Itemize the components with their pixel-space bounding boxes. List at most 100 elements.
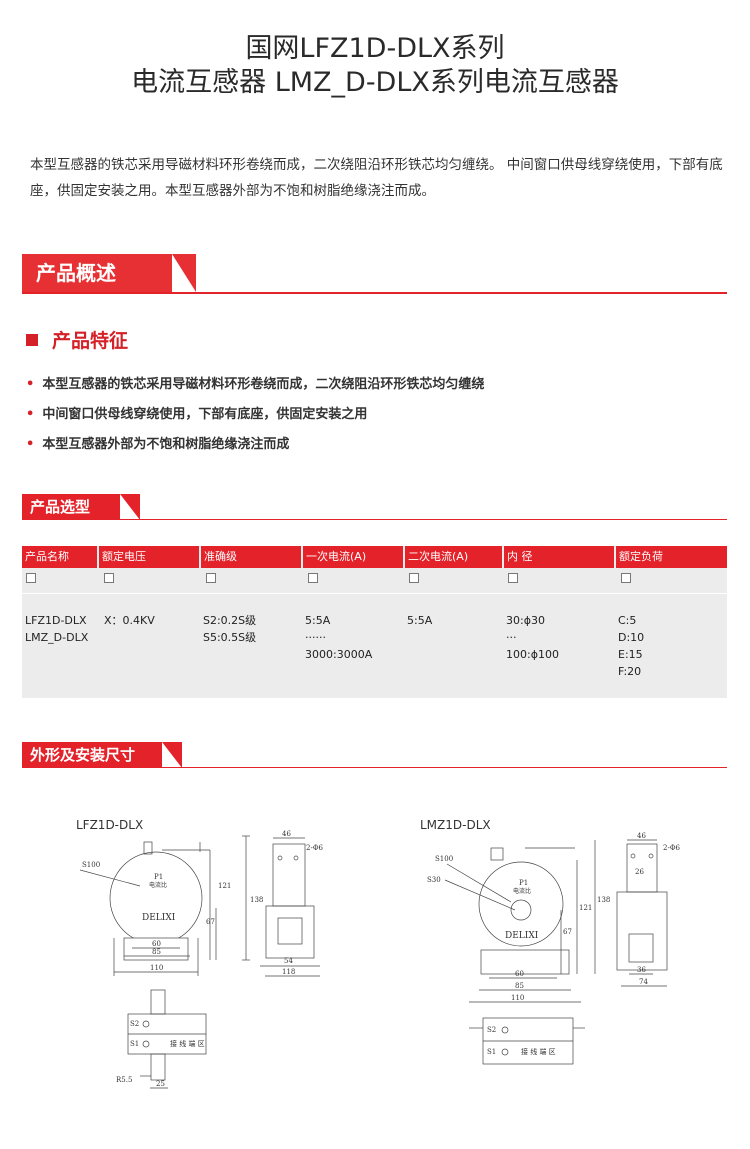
- dim-label: 67: [206, 918, 215, 926]
- dim-label: 121: [218, 882, 231, 890]
- col-header-voltage: 额定电压: [99, 546, 199, 568]
- feature-text: 本型互感器外部为不饱和树脂绝缘浇注而成: [42, 437, 290, 452]
- plate-label: 接 线 端 区: [170, 1039, 205, 1048]
- lfz1d-dimension-drawing: S100 P1 电流比 DELIXI 60 85 110 121 138 67 …: [80, 830, 324, 1089]
- mount-tab: [150, 989, 166, 1015]
- left-drawing-label: LFZ1D-DLX: [76, 818, 144, 832]
- plate-label: 接 线 端 区: [521, 1047, 556, 1056]
- dim-label: S2: [487, 1026, 496, 1034]
- select-checkbox[interactable]: [206, 573, 216, 583]
- col-header-primary-current: 一次电流(A): [303, 546, 403, 568]
- dim-label: 电流比: [149, 881, 167, 889]
- dimensions-section-header: 外形及安装尺寸: [22, 742, 727, 770]
- dim-label: 25: [156, 1080, 165, 1088]
- feature-item: • 中间窗口供母线穿绕使用，下部有底座，供固定安装之用: [26, 400, 484, 430]
- bullet-icon: •: [26, 377, 35, 392]
- col-header-inner-diameter: 内 径: [504, 546, 614, 568]
- selection-heading: 产品选型: [22, 494, 140, 520]
- dim-label: 85: [152, 948, 161, 956]
- dim-label: 110: [511, 994, 524, 1002]
- cell-rated-load: C:5 D:10 E:15 F:20: [618, 614, 645, 678]
- col-header-rated-load: 额定负荷: [616, 546, 727, 568]
- terminal-block: [143, 841, 153, 855]
- dim-label: P1: [154, 873, 163, 881]
- cell-accuracy: S2:0.2S级 S5:0.5S级: [203, 614, 257, 644]
- square-bullet-icon: [26, 334, 38, 346]
- col-header-name: 产品名称: [22, 546, 97, 568]
- section-divider: [22, 767, 727, 768]
- dim-label: R5.5: [116, 1076, 132, 1084]
- intro-paragraph: 本型互感器的铁芯采用导磁材料环形卷绕而成，二次绕阻沿环形铁芯均匀缠绕。 中间窗口…: [30, 157, 723, 199]
- dim-label: S100: [82, 861, 100, 869]
- dim-label: 74: [639, 978, 648, 986]
- leader-line: [80, 869, 141, 887]
- overview-section-header: 产品概述: [22, 254, 727, 296]
- dim-label: 85: [515, 982, 524, 990]
- dim-label: 110: [150, 964, 163, 972]
- cell-voltage: X：0.4KV: [104, 614, 155, 627]
- window-circle: [510, 899, 532, 921]
- section-divider: [22, 519, 727, 520]
- overview-heading: 产品概述: [22, 254, 196, 292]
- terminal-block: [490, 847, 504, 861]
- dim-label: S30: [427, 876, 441, 884]
- bullet-icon: •: [26, 407, 35, 422]
- base-block: [123, 937, 189, 961]
- bullet-icon: •: [26, 437, 35, 452]
- feature-item: • 本型互感器的铁芯采用导磁材料环形卷绕而成，二次绕阻沿环形铁芯均匀缠绕: [26, 370, 484, 400]
- col-header-secondary-current: 二次电流(A): [405, 546, 502, 568]
- body-circle: [109, 851, 203, 945]
- features-heading: 产品特征: [26, 326, 128, 353]
- select-checkbox[interactable]: [508, 573, 518, 583]
- cell-primary-current: 5:5A ······ 3000:3000A: [305, 614, 373, 661]
- brand-label: DELIXI: [505, 931, 539, 941]
- dim-label: 118: [282, 968, 295, 976]
- selection-section-header: 产品选型: [22, 494, 727, 522]
- right-drawing-label: LMZ1D-DLX: [420, 818, 491, 832]
- side-top: [272, 843, 306, 907]
- dim-label: 60: [515, 970, 524, 978]
- body-circle: [478, 861, 564, 947]
- side-base: [616, 891, 668, 971]
- cell-inner-diameter: 30:ϕ30 ··· 100:ϕ100: [506, 614, 559, 661]
- cell-product-name: LFZ1D-DLX LMZ_D-DLX: [25, 614, 89, 644]
- feature-text: 中间窗口供母线穿绕使用，下部有底座，供固定安装之用: [42, 407, 368, 422]
- hole: [277, 855, 283, 861]
- select-checkbox[interactable]: [104, 573, 114, 583]
- lmz1d-dimension-drawing: S100 S30 P1 电流比 DELIXI 60 85 110 121 138…: [427, 832, 681, 1065]
- dim-label: 138: [250, 896, 263, 904]
- dimensions-heading: 外形及安装尺寸: [22, 742, 182, 768]
- dim-label: S2: [130, 1020, 139, 1028]
- dim-label: 2-Φ6: [306, 844, 324, 852]
- dim-label: S100: [435, 855, 453, 863]
- dim-label: 60: [152, 940, 161, 948]
- dim-label: S1: [130, 1040, 139, 1048]
- select-checkbox[interactable]: [308, 573, 318, 583]
- selection-table: 产品名称 额定电压 准确级 一次电流(A) 二次电流(A) 内 径 额定负荷 L…: [22, 546, 727, 698]
- cell-secondary-current: 5:5A: [407, 614, 433, 627]
- page-title-line2: 电流互感器 LMZ_D-DLX系列电流互感器: [131, 67, 619, 98]
- dim-label: 2-Φ6: [663, 844, 681, 852]
- dim-label: 46: [282, 830, 291, 838]
- section-divider: [22, 292, 727, 294]
- dim-label: 54: [284, 957, 293, 965]
- brand-label: DELIXI: [142, 913, 176, 923]
- dim-label: 67: [563, 928, 572, 936]
- select-checkbox[interactable]: [621, 573, 631, 583]
- dim-label: 121: [579, 904, 592, 912]
- dim-label: 36: [637, 966, 646, 974]
- base-block: [480, 949, 570, 975]
- select-checkbox[interactable]: [26, 573, 36, 583]
- select-checkbox[interactable]: [409, 573, 419, 583]
- dim-label: 46: [637, 832, 646, 840]
- dim-label: S1: [487, 1048, 496, 1056]
- side-base: [265, 905, 315, 959]
- feature-item: • 本型互感器外部为不饱和树脂绝缘浇注而成: [26, 430, 484, 460]
- col-header-accuracy: 准确级: [201, 546, 301, 568]
- page-title-line1: 国网LFZ1D-DLX系列: [245, 33, 505, 64]
- feature-text: 本型互感器的铁芯采用导磁材料环形卷绕而成，二次绕阻沿环形铁芯均匀缠绕: [42, 377, 485, 392]
- dim-label: 26: [635, 868, 644, 876]
- features-heading-label: 产品特征: [52, 330, 129, 352]
- features-list: • 本型互感器的铁芯采用导磁材料环形卷绕而成，二次绕阻沿环形铁芯均匀缠绕 • 中间窗…: [26, 370, 484, 460]
- table-separator: [22, 593, 727, 594]
